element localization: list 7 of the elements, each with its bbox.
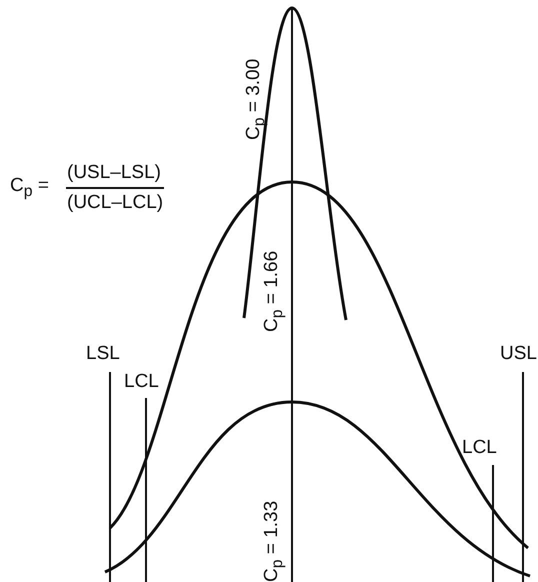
formula-symbol: C$_{p}$ =	[10, 176, 49, 200]
formula-numerator: (USL–LSL)	[67, 163, 161, 182]
limit-label: LCL	[462, 438, 497, 457]
limit-label: USL	[500, 344, 537, 363]
limit-label: LCL	[124, 372, 159, 391]
limit-label: LSL	[86, 344, 120, 363]
formula-denominator: (UCL–LCL)	[67, 193, 164, 212]
